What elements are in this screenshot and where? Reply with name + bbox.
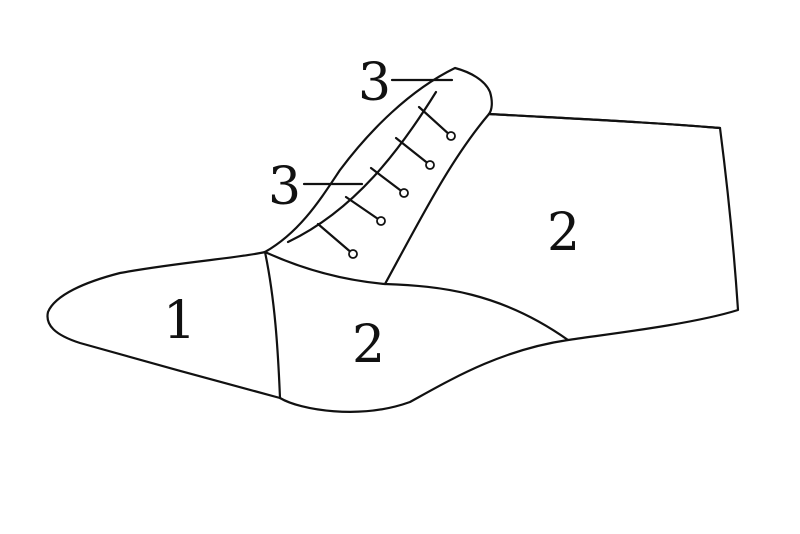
label-lace-top: 3 bbox=[358, 53, 391, 113]
eyelet bbox=[446, 131, 456, 141]
collar-line bbox=[487, 112, 722, 130]
lace-bar bbox=[344, 195, 383, 223]
lace-bar bbox=[369, 166, 406, 195]
lacing-panel-edge bbox=[286, 90, 438, 244]
toe-cap-seam bbox=[263, 250, 282, 400]
label-quarter: 2 bbox=[547, 203, 580, 263]
lace-bar bbox=[394, 136, 432, 167]
label-toe-cap: 1 bbox=[163, 291, 196, 351]
label-vamp: 2 bbox=[352, 315, 385, 375]
eyelet bbox=[399, 188, 409, 198]
vamp-seam bbox=[263, 250, 570, 342]
label-lace-mid: 3 bbox=[268, 157, 301, 217]
eyelet bbox=[348, 249, 358, 259]
lace-bar bbox=[316, 222, 355, 256]
quarter-seam bbox=[383, 112, 491, 286]
lace-bar bbox=[417, 105, 453, 138]
eyelet bbox=[376, 216, 386, 226]
eyelet bbox=[425, 160, 435, 170]
lace-bars bbox=[316, 105, 456, 259]
shoe-outline bbox=[46, 66, 740, 413]
